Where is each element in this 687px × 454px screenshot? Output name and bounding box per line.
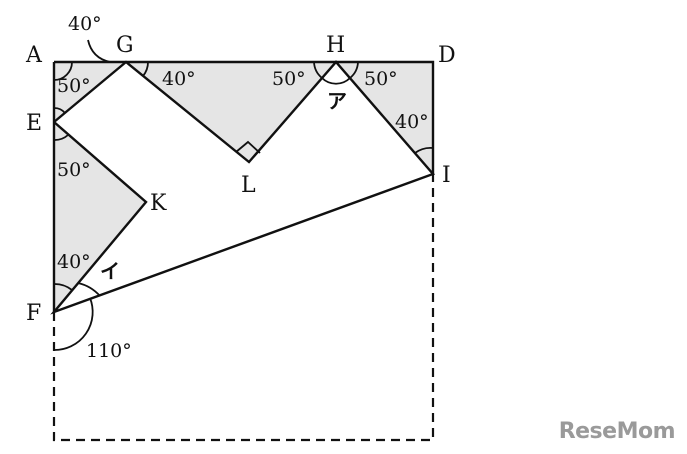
arc-40-I <box>414 147 434 154</box>
label-point-A: A <box>25 43 43 68</box>
angle-label-50-H-right: 50° <box>364 68 398 90</box>
arc-50-H-left <box>313 61 323 79</box>
unknown-angle-a: ア <box>327 89 347 113</box>
label-point-I: I <box>442 163 451 188</box>
angle-label-50-H-left: 50° <box>272 68 306 90</box>
shaded-region-GHL <box>126 62 336 162</box>
arc-E-upper <box>53 107 66 114</box>
shaded-triangle-EKF <box>54 122 146 312</box>
arc-50-H-right <box>349 61 359 79</box>
arc-50-A <box>53 61 73 81</box>
arc-angle-a-H <box>321 77 351 85</box>
angle-label-110-F: 110° <box>86 340 132 362</box>
label-point-H: H <box>326 33 345 58</box>
label-point-K: K <box>150 191 167 216</box>
arc-angle-i-F <box>77 282 101 297</box>
angle-label-40-F: 40° <box>57 251 91 273</box>
dashed-square-bottom <box>52 174 435 442</box>
resemom-watermark-logo: ReseMom <box>558 419 676 444</box>
arc-110-F <box>53 297 94 351</box>
fold-polyline <box>50 60 436 315</box>
label-point-E: E <box>26 111 42 136</box>
angle-label-50-E: 50° <box>57 159 91 181</box>
right-angle-mark-L <box>235 140 261 154</box>
arc-40-G-outer <box>87 39 111 63</box>
arc-40-F <box>53 283 73 291</box>
angle-label-40-top: 40° <box>68 13 102 35</box>
angle-label-40-G: 40° <box>162 68 196 90</box>
arc-50-E-lower <box>53 134 69 141</box>
label-point-D: D <box>438 43 456 68</box>
angle-label-40-I: 40° <box>395 111 429 133</box>
angle-label-50-A: 50° <box>57 75 91 97</box>
arc-40-G <box>142 61 149 77</box>
label-point-F: F <box>26 301 41 326</box>
unknown-angle-i: イ <box>100 259 120 283</box>
label-point-G: G <box>116 33 134 58</box>
square-top-edge <box>54 60 435 174</box>
label-point-L: L <box>241 173 256 198</box>
